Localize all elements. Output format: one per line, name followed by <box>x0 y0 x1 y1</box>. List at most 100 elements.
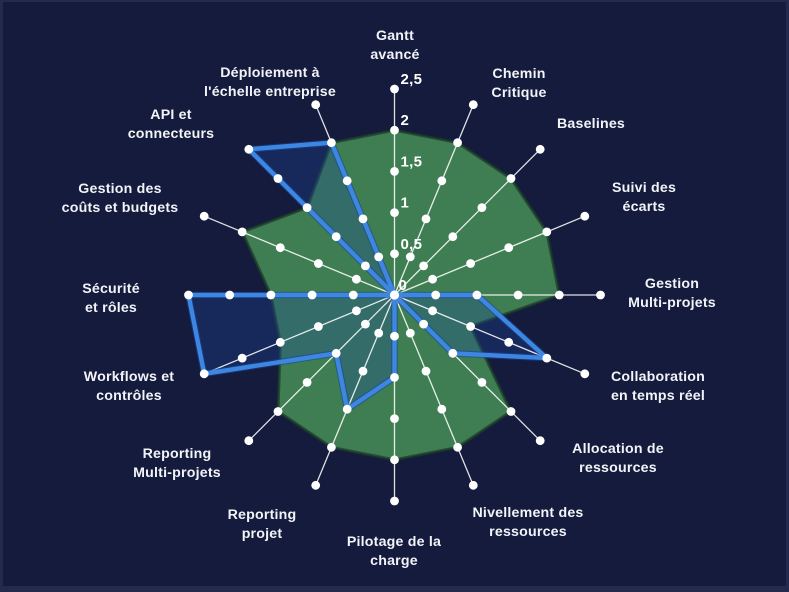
grid-dot <box>448 348 458 358</box>
grid-dot <box>421 366 431 376</box>
grid-dot <box>302 378 312 387</box>
grid-dot <box>237 353 247 363</box>
axis-label: Baselines <box>557 116 625 132</box>
series-borders <box>185 139 551 413</box>
grid-dot <box>314 322 323 331</box>
axis-line <box>203 294 395 375</box>
grid-dot <box>273 174 283 183</box>
axis-line <box>315 294 396 486</box>
grid-dot <box>390 496 399 506</box>
tick-labels: 00,511,522,5 <box>399 71 423 294</box>
grid-dot <box>361 319 370 329</box>
axis-line <box>394 294 586 375</box>
grid-dot <box>419 261 428 271</box>
grid-dot <box>390 414 399 423</box>
blue-series-border <box>186 140 549 412</box>
grid-dot <box>311 480 321 490</box>
grid-dot <box>437 404 447 414</box>
grid-dot <box>542 353 552 363</box>
grid-dot <box>390 167 399 176</box>
grid-dot <box>472 290 482 300</box>
grid-dot <box>273 407 283 416</box>
grid-dot <box>390 125 399 135</box>
grid-dot <box>244 144 254 154</box>
grid-dot <box>327 442 336 452</box>
grid-dot <box>314 259 323 268</box>
grid-dot <box>437 176 447 186</box>
grid-dot <box>477 378 487 387</box>
grid-dot <box>405 328 415 338</box>
grid-dot <box>504 337 514 347</box>
grid-dot <box>466 259 475 268</box>
grid-dot <box>342 176 352 186</box>
axis-line <box>393 104 474 296</box>
grid-dot <box>358 366 368 376</box>
grid-dot <box>448 232 458 242</box>
grid-dot <box>331 348 341 358</box>
grid-dot <box>390 373 399 382</box>
tick-label: 0 <box>399 277 408 294</box>
grid-dot <box>302 203 312 213</box>
grid-dot <box>374 252 384 262</box>
grid-dot <box>358 214 368 224</box>
grid-dot <box>542 227 552 237</box>
grid-dot <box>596 290 605 300</box>
grid-dot <box>580 211 590 221</box>
tick-label: 2 <box>401 112 410 129</box>
grid-dot <box>513 290 523 300</box>
grid-dot <box>453 442 462 452</box>
grid-dot <box>431 290 441 300</box>
grid-dot <box>390 455 399 465</box>
grid-dot <box>535 144 545 154</box>
grid-dot <box>466 322 475 331</box>
axis-line <box>394 215 586 296</box>
grid-dot <box>199 211 209 221</box>
grid-dot <box>580 369 590 379</box>
grid-dot <box>477 203 487 213</box>
grid-dot <box>327 138 336 148</box>
grid-dot <box>237 227 247 237</box>
grid-dot <box>468 100 478 110</box>
grid-dot <box>331 232 341 242</box>
grid-dot <box>421 214 431 224</box>
grid-dot <box>311 100 321 110</box>
grid-dot <box>390 331 399 341</box>
grid-dot <box>352 274 361 284</box>
tick-label: 1,5 <box>401 153 423 170</box>
grid-dot <box>184 290 193 300</box>
grid-dot <box>275 337 285 347</box>
grid-dot <box>390 208 399 218</box>
grid-dot <box>390 249 399 259</box>
grid-dot <box>361 261 370 271</box>
grid-dot <box>419 319 428 329</box>
grid-dot <box>307 290 317 300</box>
grid-dot <box>352 306 361 316</box>
grid-dot <box>348 290 358 300</box>
grid-dot <box>342 404 352 414</box>
grid-dot <box>428 274 437 284</box>
grid-dot <box>554 290 564 300</box>
axis-line <box>203 215 395 296</box>
grid-dot <box>504 243 514 253</box>
grid-dot <box>453 138 462 148</box>
grid-dot <box>266 290 276 300</box>
grid-dot <box>405 252 415 262</box>
grid-dot <box>244 436 254 446</box>
